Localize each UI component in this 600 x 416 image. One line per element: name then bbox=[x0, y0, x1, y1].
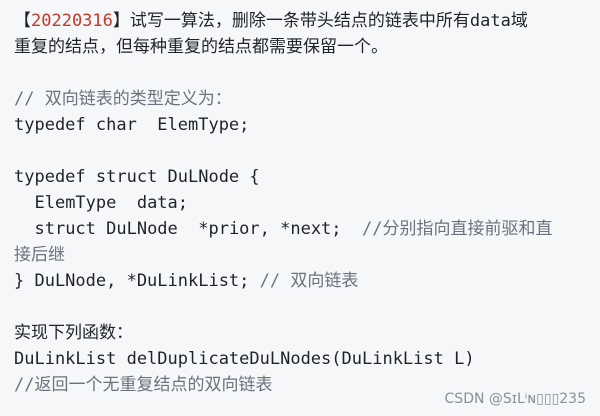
function-signature: DuLinkList delDuplicateDuLNodes(DuLinkLi… bbox=[14, 349, 475, 369]
task-heading: 实现下列函数： bbox=[14, 323, 133, 343]
problem-date: 20220316 bbox=[31, 11, 113, 31]
bracket-open: 【 bbox=[14, 11, 31, 31]
blank-line bbox=[14, 138, 590, 164]
typedef-struct: typedef struct DuLNode { bbox=[14, 167, 260, 187]
type-def-comment: // 双向链表的类型定义为： bbox=[14, 89, 232, 109]
document-content: 【20220316】试写一算法，删除一条带头结点的链表中所有data域 重复的结… bbox=[14, 8, 590, 398]
problem-line-1: 【20220316】试写一算法，删除一条带头结点的链表中所有data域 bbox=[14, 8, 590, 34]
csdn-watermark: CSDN @SɪLⁱɴ▯▯▯235 bbox=[444, 391, 586, 407]
blank-line bbox=[14, 60, 590, 86]
field-pointers-code: struct DuLNode *prior, *next; bbox=[14, 219, 362, 239]
struct-close-code: } DuLNode, *DuLinkList; bbox=[14, 271, 260, 291]
field-data: ElemType data; bbox=[14, 193, 189, 213]
bracket-close: 】 bbox=[112, 11, 130, 31]
field-pointers-comment-wrap: 接后继 bbox=[14, 245, 65, 265]
problem-line-2: 重复的结点，但每种重复的结点都需要保留一个。 bbox=[14, 37, 388, 57]
struct-close-comment: // 双向链表 bbox=[259, 271, 359, 291]
field-pointers-comment: //分别指向直接前驱和直 bbox=[362, 219, 553, 239]
return-comment: //返回一个无重复结点的双向链表 bbox=[14, 375, 273, 395]
problem-text-1: 试写一算法，删除一条带头结点的链表中所有data域 bbox=[129, 11, 528, 31]
typedef-elemtype: typedef char ElemType; bbox=[14, 115, 250, 135]
field-pointers: struct DuLNode *prior, *next; //分别指向直接前驱… bbox=[14, 216, 590, 242]
blank-line bbox=[14, 294, 590, 320]
struct-close: } DuLNode, *DuLinkList; // 双向链表 bbox=[14, 268, 590, 294]
